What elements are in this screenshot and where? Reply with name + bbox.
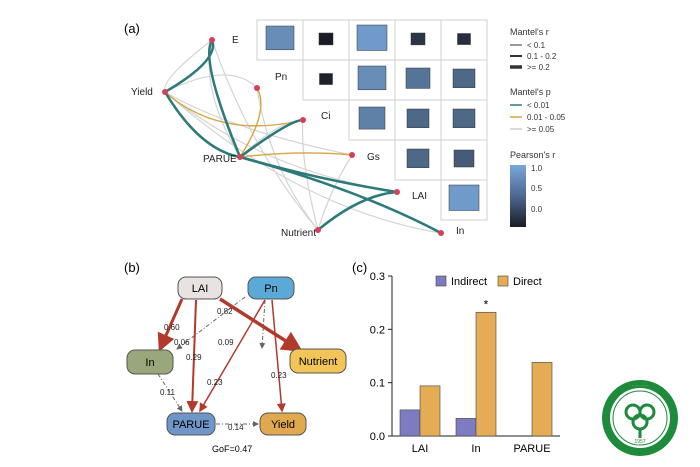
correlation-cell xyxy=(406,148,430,168)
legend-mantel-p: Mantel's p < 0.01 0.01 - 0.05 >= 0.05 xyxy=(510,87,566,134)
svg-text:Pearson's r: Pearson's r xyxy=(510,150,555,160)
legend-pearson-r: Pearson's r 1.0 0.5 0.0 xyxy=(510,150,555,227)
correlation-cell xyxy=(405,67,431,89)
svg-text:1.0: 1.0 xyxy=(531,164,543,173)
target-label-yield: Yield xyxy=(131,87,153,98)
svg-text:0.0: 0.0 xyxy=(531,205,543,214)
variable-label-lai: LAI xyxy=(412,191,427,202)
svg-text:0.5: 0.5 xyxy=(531,184,543,193)
correlation-cell xyxy=(406,108,430,128)
svg-text:0.01 - 0.05: 0.01 - 0.05 xyxy=(527,113,566,122)
target-label-parue: PARUE xyxy=(203,154,237,165)
svg-text:< 0.01: < 0.01 xyxy=(527,101,550,110)
correlation-cell xyxy=(410,32,426,46)
institute-logo: 1957 · · · · · · · xyxy=(602,380,678,456)
svg-text:>= 0.05: >= 0.05 xyxy=(527,125,555,134)
legend-mantel-r: Mantel's r < 0.1 0.1 - 0.2 >= 0.2 xyxy=(510,27,557,72)
svg-text:0.1 - 0.2: 0.1 - 0.2 xyxy=(527,52,557,61)
variable-label-pn: Pn xyxy=(275,72,287,83)
panel-a-label: (a) xyxy=(124,21,140,36)
correlation-matrix-cells xyxy=(265,24,480,211)
svg-text:< 0.1: < 0.1 xyxy=(527,41,546,50)
correlation-cell xyxy=(319,73,333,85)
correlation-cell xyxy=(318,32,334,46)
correlation-cell xyxy=(453,149,475,168)
correlation-cell xyxy=(448,184,480,211)
svg-text:Mantel's r: Mantel's r xyxy=(510,27,549,37)
target-label-nutrient: Nutrient xyxy=(281,228,316,239)
correlation-cell xyxy=(265,25,295,51)
logo-year: 1957 xyxy=(634,439,645,445)
correlation-cell xyxy=(452,68,476,88)
variable-label-e: E xyxy=(232,35,239,46)
correlation-cell xyxy=(452,108,476,128)
variable-label-in: In xyxy=(456,226,464,237)
correlation-matrix-grid xyxy=(256,19,488,221)
mantel-nodes xyxy=(162,37,444,236)
svg-text:Mantel's p: Mantel's p xyxy=(510,87,551,97)
correlation-cell xyxy=(356,24,388,51)
svg-text:>= 0.2: >= 0.2 xyxy=(527,63,550,72)
variable-label-ci: Ci xyxy=(321,111,330,122)
correlation-cell xyxy=(357,65,387,91)
variable-label-gs: Gs xyxy=(367,152,380,163)
correlation-cell xyxy=(358,106,386,130)
svg-text:· · · · · · ·: · · · · · · · xyxy=(632,383,648,388)
correlation-cell xyxy=(457,33,471,45)
